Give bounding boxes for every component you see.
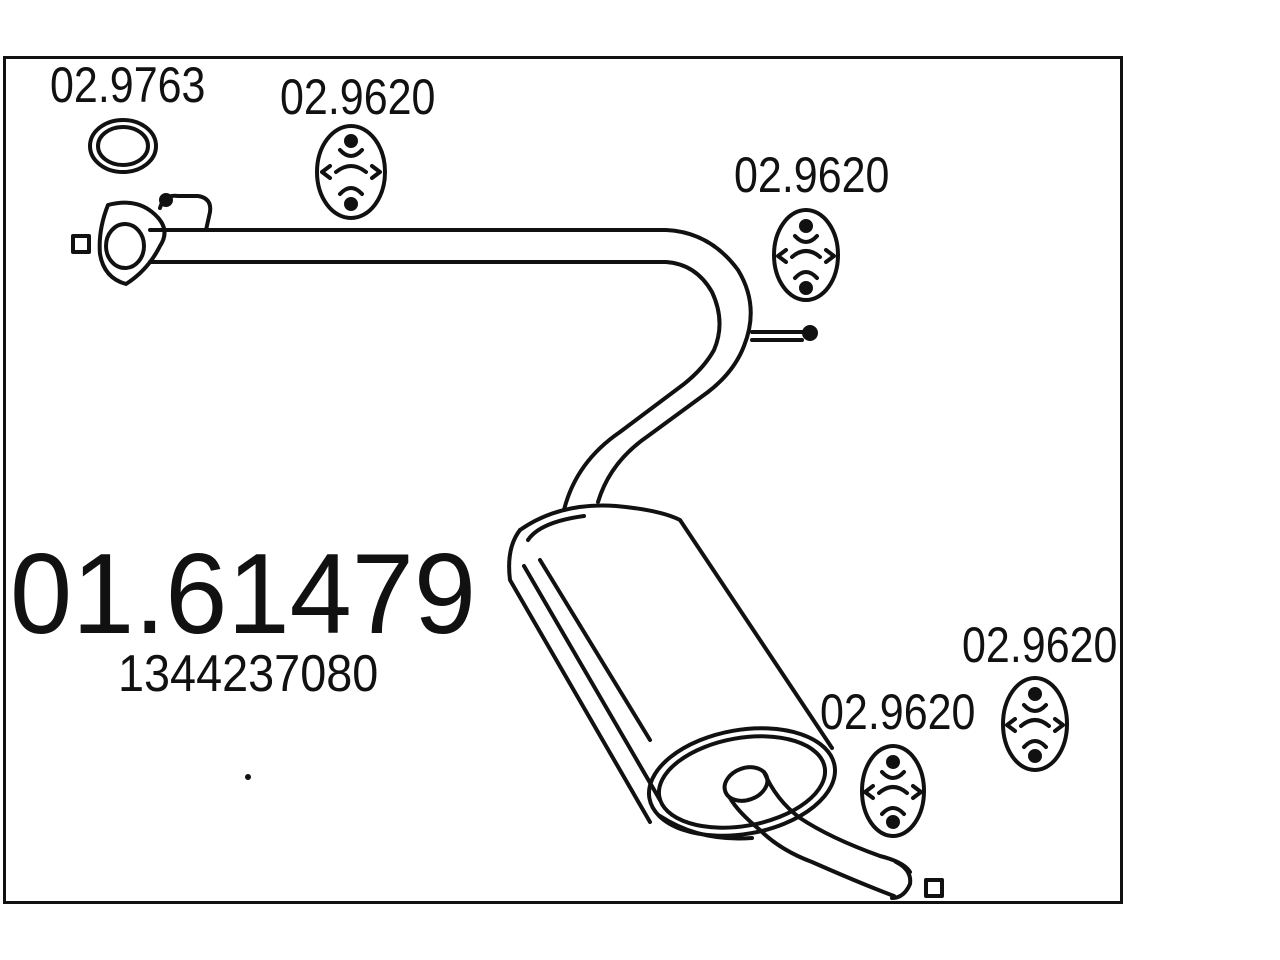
gasket-ring (88, 118, 158, 174)
hanger-mid (772, 208, 840, 302)
tail-pipe (722, 765, 913, 900)
hanger-rear-left (860, 744, 926, 838)
label-gasket: 02.9763 (50, 57, 206, 113)
hanger-rear-right (1001, 676, 1069, 772)
rear-end-marker (924, 878, 944, 898)
pipe-top-edge (148, 228, 753, 504)
front-end-marker (71, 234, 91, 254)
part-number: 01.61479 (10, 531, 476, 658)
label-hanger-mid: 02.9620 (734, 147, 890, 203)
label-hanger-front: 02.9620 (280, 69, 436, 125)
muffler (507, 503, 838, 841)
pipe-bracket (750, 330, 810, 342)
label-hanger-rear-left: 02.9620 (820, 684, 976, 740)
pipe-bottom-edge (148, 260, 722, 512)
diagram-frame (3, 56, 1123, 904)
front-flange (97, 200, 167, 286)
label-hanger-rear-right: 02.9620 (962, 617, 1118, 673)
oe-number: 1344237080 (118, 645, 379, 703)
hanger-front (315, 124, 387, 220)
stray-dot (245, 774, 251, 780)
